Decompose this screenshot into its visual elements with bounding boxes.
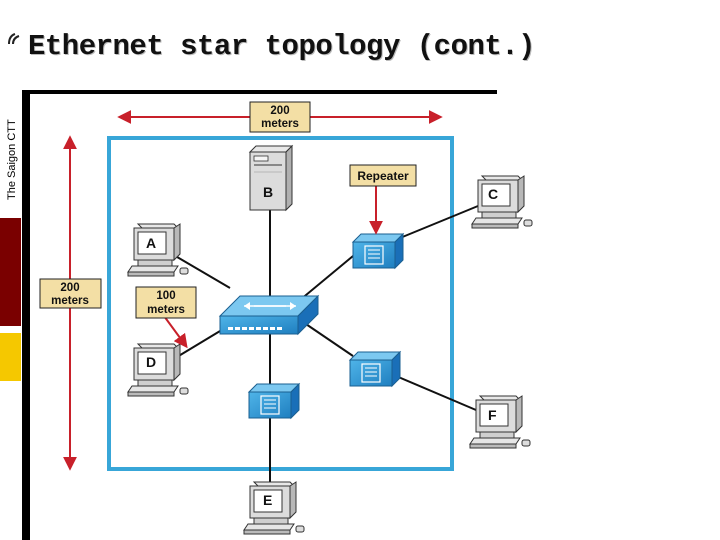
- network-cables: [171, 205, 479, 482]
- network-boundary: [107, 136, 454, 471]
- pc-d-label: D: [146, 354, 156, 370]
- pc-d-icon: [127, 343, 189, 397]
- svg-text:200: 200: [270, 105, 289, 117]
- repeater-top-right-icon: [352, 233, 404, 269]
- svg-text:The Saigon CTT: The Saigon CTT: [6, 119, 18, 200]
- sidebar-accent-yellow: [0, 333, 21, 381]
- top-distance-label: 200 meters: [249, 101, 311, 133]
- vertical-divider: [22, 90, 30, 540]
- hub-icon: [218, 294, 320, 336]
- side-label: The Saigon CTT: [6, 119, 18, 200]
- pc-f-label: F: [488, 407, 497, 423]
- repeater-bottom-right-icon: [349, 351, 401, 387]
- svg-text:meters: meters: [261, 118, 299, 130]
- svg-text:meters: meters: [147, 304, 185, 316]
- pc-f-icon: [469, 395, 531, 449]
- server-icon: [248, 144, 294, 212]
- pc-a-label: A: [146, 235, 156, 251]
- svg-text:100: 100: [156, 290, 175, 302]
- left-distance-label: 200 meters: [39, 278, 102, 309]
- pc-a-icon: [127, 223, 189, 277]
- svg-text:meters: meters: [51, 295, 89, 307]
- slide-title: Ethernet star topology (cont.): [28, 30, 536, 63]
- svg-text:200: 200: [60, 282, 79, 294]
- pc-e-icon: [243, 481, 305, 535]
- pc-c-icon: [471, 175, 533, 229]
- svg-text:Repeater: Repeater: [357, 169, 409, 183]
- link-distance-label: 100 meters: [135, 286, 197, 319]
- repeater-label: Repeater: [349, 164, 417, 187]
- title-underline: [22, 90, 497, 94]
- pc-c-label: C: [488, 186, 498, 202]
- sidebar-accent-red: [0, 218, 21, 326]
- pc-e-label: E: [263, 492, 272, 508]
- bullet-icon: [8, 33, 20, 45]
- server-label: B: [263, 184, 273, 200]
- link-distance-callout-arrow: [163, 315, 188, 349]
- repeater-bottom-icon: [248, 383, 300, 419]
